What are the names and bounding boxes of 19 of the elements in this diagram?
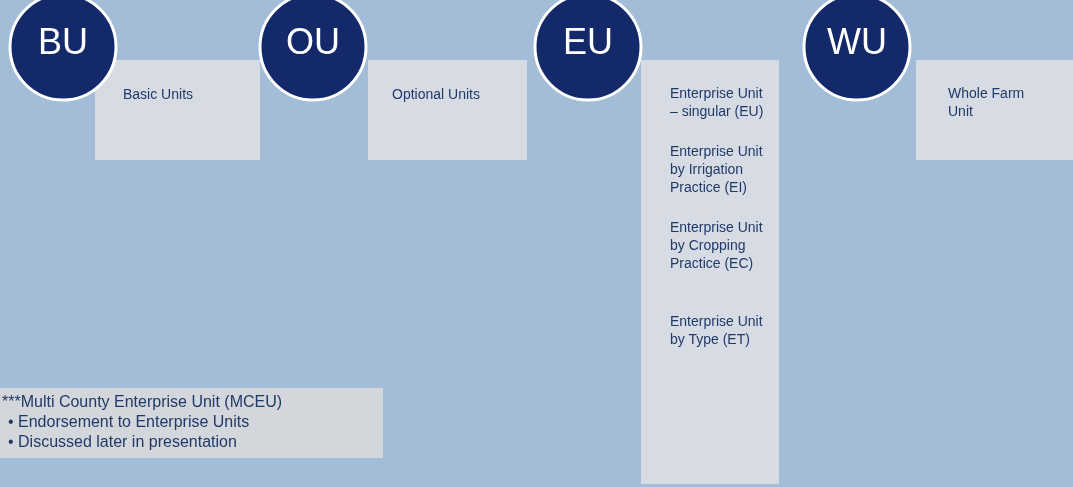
label-panel [916,60,1073,160]
bullet-item: • Discussed later in presentation [8,432,238,452]
bullet-item: • Endorsement to Enterprise Units [8,412,251,432]
unit-name: Enterprise Unit by Type (ET) [670,312,764,348]
unit-name: Enterprise Unit by Cropping Practice (EC) [670,218,764,272]
label-panel [368,60,527,160]
unit-name: Basic Units [123,85,195,103]
unit-name: Optional Units [392,85,481,103]
unit-name: Whole Farm Unit [948,84,1026,120]
label-panel [95,60,260,160]
unit-abbreviation: OU [285,20,341,64]
unit-name: Enterprise Unit by Irrigation Practice (EI) [670,142,764,196]
label-panel [641,60,779,484]
unit-abbreviation: BU [37,20,89,64]
note-heading: ***Multi County Enterprise Unit (MCEU) [2,392,284,412]
note-panel [0,388,383,458]
unit-abbreviation: WU [826,20,888,64]
unit-name: Enterprise Unit – singular (EU) [670,84,765,120]
unit-abbreviation: EU [562,20,614,64]
